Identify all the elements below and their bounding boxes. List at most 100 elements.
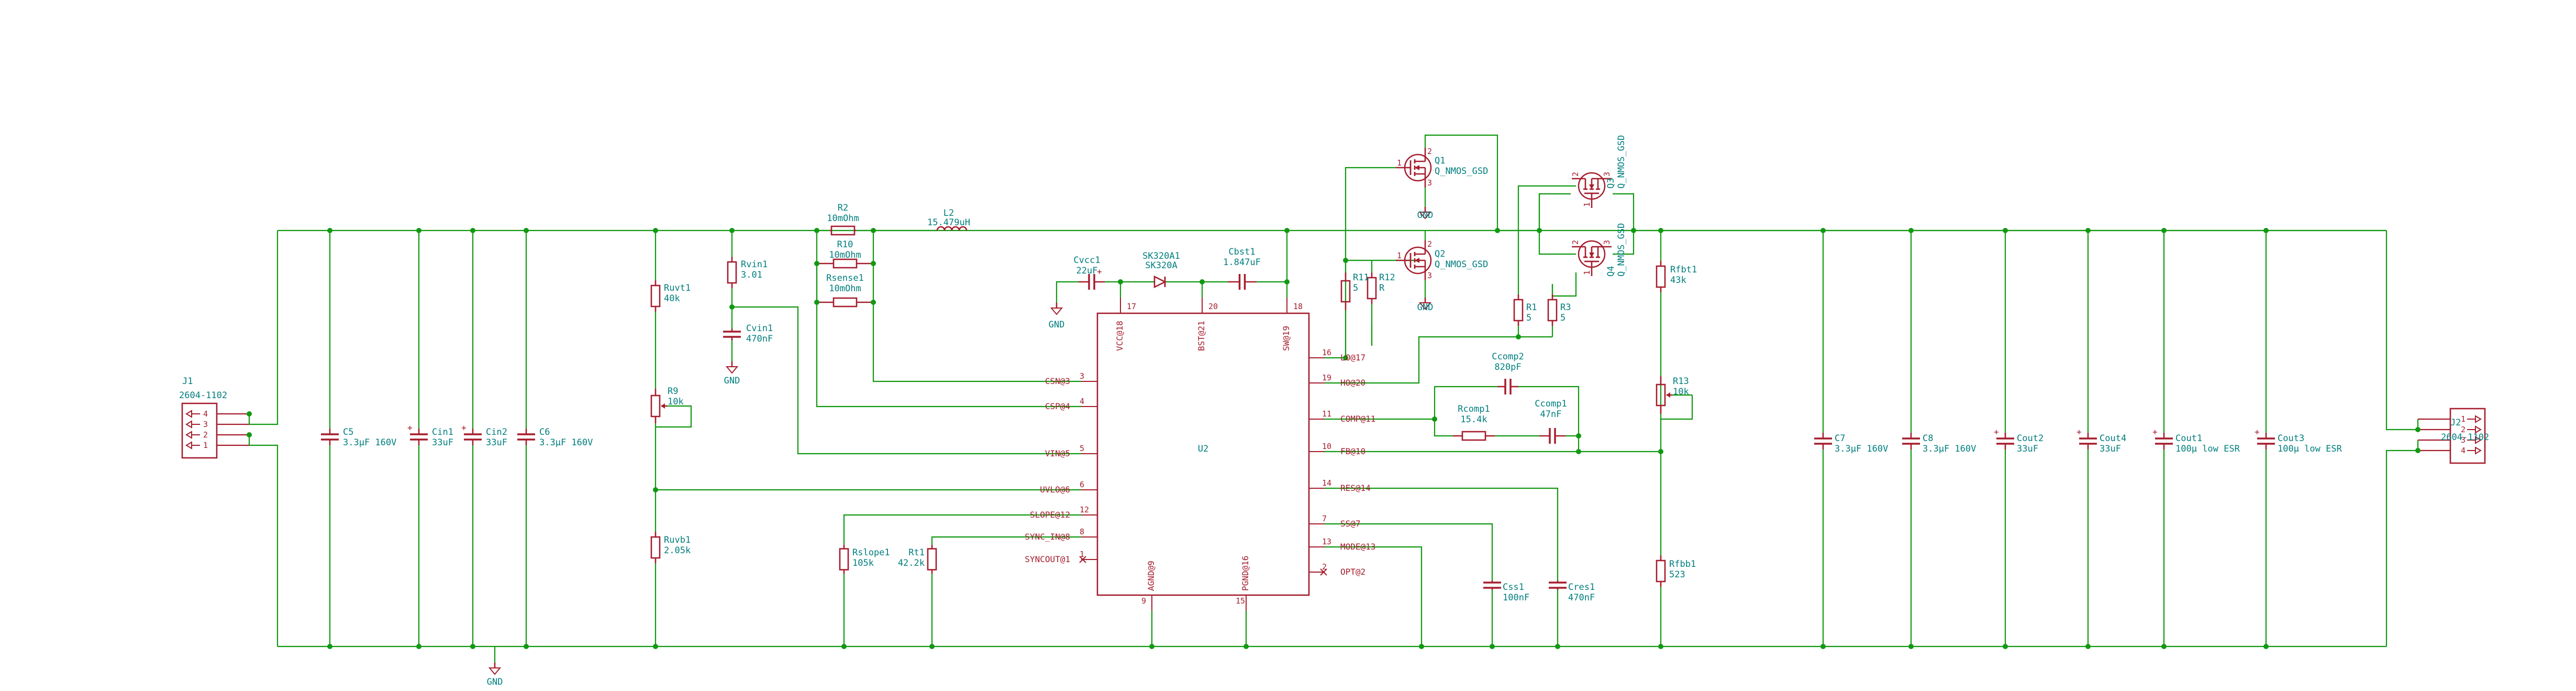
junction-dot [2003,228,2008,233]
capacitor-cout4-value: 33uF [2100,444,2121,454]
capacitor-c8 [1902,433,1920,449]
inductor-l2-value: 15.479uH [927,217,970,228]
junction-dot [1658,644,1663,649]
junction-dot [1243,644,1249,649]
resistor-r2-value: 10mOhm [827,213,859,224]
svg-text:+: + [1097,267,1102,277]
capacitor-c5 [321,429,339,445]
resistor-rcomp1-value: 15.4k [1460,414,1487,425]
wire [2385,449,2418,646]
capacitor-cvcc1-value: 22uF [1076,266,1098,276]
ic-u2-pin-b1: PGND@16 [1240,556,1250,591]
junction-dot [1490,644,1495,649]
ic-u2-pin-r5: SS@7 [1340,519,1361,529]
ic-u2-pin-num: 4 [1080,397,1084,406]
capacitor-ccomp1-value: 47nF [1540,409,1562,420]
ic-u2-pin-r7: OPT@2 [1340,567,1365,577]
svg-text:+: + [1994,427,1999,437]
resistor-ruvt1-value: 40k [664,293,680,304]
svg-text:3: 3 [1427,271,1432,280]
capacitor-cres1-value: 470nF [1568,593,1595,603]
ic-u2-pin-num: 3 [1080,371,1084,381]
resistor-r12-value: R [1379,283,1385,293]
resistor-r1-value: 5 [1526,313,1531,323]
svg-text:3: 3 [203,420,208,429]
junction-dot [2161,228,2167,233]
wire [1551,272,1577,297]
capacitor-cout2-ref: Cout2 [2017,433,2044,444]
junction-dot [327,228,332,233]
wire [656,408,692,428]
junction-dot [1419,644,1424,649]
resistor-r11-value: 5 [1353,283,1358,293]
resistor-rslope1 [839,545,849,574]
ic-u2-pin-num: 11 [1322,409,1331,419]
capacitor-cout1-ref: Cout1 [2175,433,2202,444]
resistor-r2-ref: R2 [838,203,848,213]
gnd-symbol [1418,298,1432,310]
junction-dot [2085,228,2091,233]
junction-dot [1537,228,1542,233]
svg-text:2: 2 [2461,425,2466,434]
wire [732,306,1081,455]
junction-dot [1631,228,1636,233]
svg-text:2: 2 [1427,147,1432,156]
wire [1517,185,1576,284]
junction-dot [814,300,819,305]
capacitor-c6 [517,429,535,445]
capacitor-ccomp2 [1497,379,1518,394]
mosfet-q1-value: Q_NMOS_GSD [1435,166,1488,177]
junction-dot [2263,644,2269,649]
ic-u2-pin-3: UVLO@6 [1040,485,1070,495]
svg-text:3: 3 [1427,178,1432,188]
wire [1424,134,1498,231]
capacitor-c6-ref: C6 [539,427,550,437]
capacitor-cout2: + [1994,427,2014,449]
capacitor-c5-ref: C5 [343,427,353,437]
wire [1661,395,1693,420]
svg-text:4: 4 [2461,446,2466,455]
junction-dot [1658,449,1663,454]
capacitor-cin1-value: 33uF [432,437,453,448]
wire [1345,167,1396,358]
resistor-rsense1-value: 10mOhm [829,283,861,294]
mosfet-q4-value: Q_NMOS_GSD [1616,223,1627,277]
mosfet-q3-value: Q_NMOS_GSD [1616,135,1627,189]
ic-u2-pin-num: 16 [1322,348,1331,357]
resistor-rt1-value: 42.2k [898,558,925,568]
capacitor-c5-value: 3.3µF 160V [343,437,396,448]
junction-dot [1495,228,1500,233]
resistor-r13-ref: R13 [1673,376,1689,387]
resistor-rfbb1-ref: Rfbb1 [1669,559,1696,569]
resistor-r3-ref: R3 [1560,302,1571,313]
capacitor-ccomp2-ref: Ccomp2 [1492,352,1524,362]
svg-text:3: 3 [1602,172,1612,177]
ic-u2-pin-num: 1 [1080,550,1084,559]
resistor-r11 [1340,272,1351,310]
connector-j2-value: 2604-1102 [2441,432,2489,443]
resistor-rt1 [927,545,937,574]
mosfet-q1-ref: Q1 [1435,156,1445,166]
resistor-r9-value: 10k [668,397,684,407]
resistor-r10-value: 10mOhm [829,250,861,260]
connector-j1-ref: J1 [182,376,193,387]
gnd-label: GND [487,677,503,687]
capacitor-cbst1-value: 1.847uF [1223,257,1261,268]
capacitor-cin2-value: 33uF [486,437,507,448]
resistor-r1 [1513,294,1524,326]
capacitor-css1 [1483,580,1501,590]
capacitor-c8-value: 3.3µF 160V [1923,444,1976,454]
ic-u2 [1081,298,1325,611]
mosfet-q3-ref: Q3 [1606,178,1616,189]
junction-dot [1432,416,1437,422]
junction-dot [1343,258,1348,263]
junction-dot [1516,334,1521,339]
ic-u2-pin-num: 13 [1322,537,1331,546]
wire [816,264,1081,408]
junction-dot [524,228,529,233]
capacitor-cin1-ref: Cin1 [432,427,453,437]
